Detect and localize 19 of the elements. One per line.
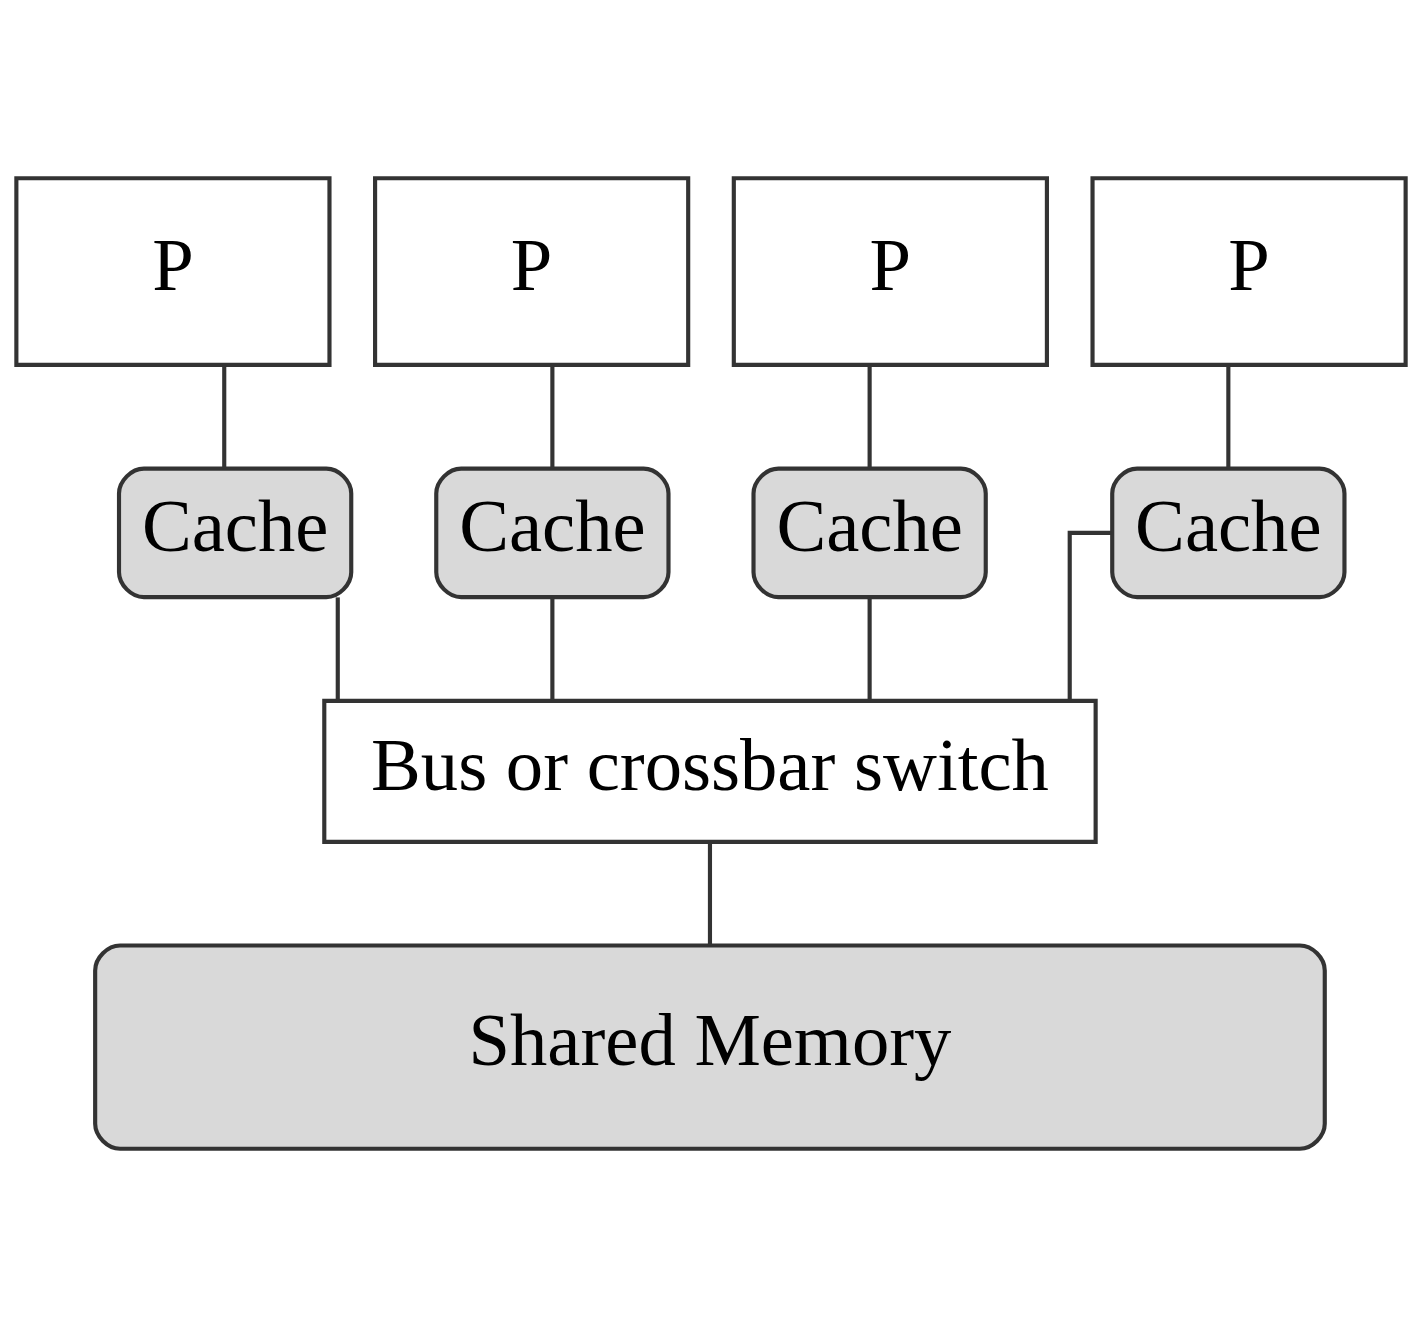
node-box: P <box>1090 176 1408 367</box>
connector <box>867 365 872 469</box>
connector <box>707 842 713 946</box>
node-box: P <box>731 176 1049 367</box>
connector <box>550 597 555 701</box>
node-box: Cache <box>751 466 988 600</box>
node-box: P <box>373 176 691 367</box>
node-box: P <box>14 176 332 367</box>
node-box: Cache <box>1110 466 1347 600</box>
connector <box>222 365 227 469</box>
node-box: Cache <box>116 466 354 600</box>
connector <box>335 597 340 701</box>
node-box: Cache <box>434 466 671 600</box>
node-box: Shared Memory <box>93 943 1327 1151</box>
connector <box>550 365 555 469</box>
connector <box>867 597 872 701</box>
connector <box>1067 530 1112 701</box>
connector <box>1226 365 1231 469</box>
node-box: Bus or crossbar switch <box>322 698 1098 844</box>
